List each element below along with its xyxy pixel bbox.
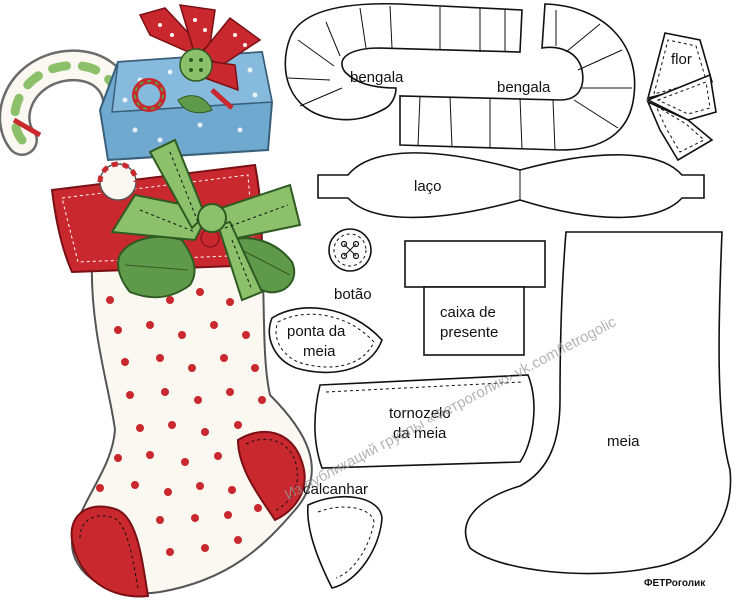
polka-dot (178, 331, 186, 339)
label-botao: botão (334, 286, 372, 303)
polka-dot (210, 321, 218, 329)
label-bengala-left: bengala (350, 69, 404, 86)
pattern-piece-flor (646, 32, 717, 162)
label-tornozelo-line1: tornozelo (389, 405, 451, 422)
polka-dot (196, 482, 204, 490)
polka-dot (146, 321, 154, 329)
polka-dot (258, 396, 266, 404)
polka-dot (224, 511, 232, 519)
stocking-illustration (0, 4, 313, 598)
polka-dot (226, 298, 234, 306)
pattern-piece-botao (328, 228, 372, 272)
polka-dot (161, 388, 169, 396)
pattern-piece-calcanhar (307, 495, 383, 589)
polka-dot (168, 421, 176, 429)
label-tornozelo-line2: da meia (393, 425, 447, 442)
polka-dot (106, 296, 114, 304)
pattern-piece-bengala-left (284, 2, 523, 121)
polka-dot (188, 364, 196, 372)
polka-dot (96, 484, 104, 492)
polka-dot (228, 486, 236, 494)
polka-dot (201, 428, 209, 436)
polka-dot (136, 424, 144, 432)
green-button-illustration (179, 48, 213, 82)
stocking-toe-illustration (70, 505, 150, 598)
pattern-piece-tornozelo (314, 374, 535, 469)
label-flor: flor (671, 51, 692, 68)
polka-dot (114, 454, 122, 462)
polka-dot (126, 391, 134, 399)
stocking-body-illustration (70, 261, 313, 595)
polka-dot (146, 451, 154, 459)
polka-dot (234, 421, 242, 429)
brand-signature: ФЕТРоголик (644, 578, 706, 589)
label-meia: meia (607, 433, 640, 450)
label-laco: laço (414, 178, 442, 195)
polka-dot (214, 452, 222, 460)
label-calcanhar: calcanhar (303, 481, 368, 498)
label-caixa-line1: caixa de (440, 304, 496, 321)
pattern-piece-laco (317, 152, 705, 219)
polka-dot (121, 358, 129, 366)
polka-dot (242, 331, 250, 339)
label-caixa-line2: presente (440, 324, 498, 341)
polka-dot (166, 296, 174, 304)
polka-dot (251, 364, 259, 372)
polka-dot (164, 488, 172, 496)
polka-dot (156, 516, 164, 524)
label-ponta-line1: ponta da (287, 323, 346, 340)
pattern-piece-ponta (268, 307, 383, 374)
peppermint-illustration (97, 161, 139, 201)
polka-dot (114, 326, 122, 334)
polka-dot (226, 388, 234, 396)
polka-dot (191, 514, 199, 522)
pattern-piece-meia (464, 231, 732, 575)
polka-dot (194, 396, 202, 404)
polka-dot (254, 504, 262, 512)
flower-bow-illustration (138, 4, 262, 92)
polka-dot (166, 548, 174, 556)
polka-dot (234, 536, 242, 544)
stocking-heel-illustration (236, 431, 306, 522)
label-bengala-right: bengala (497, 79, 551, 96)
polka-dot (196, 288, 204, 296)
polka-dot (131, 481, 139, 489)
ribbon-bow-illustration (110, 138, 302, 302)
pattern-piece-caixa (404, 240, 546, 356)
polka-dot (181, 458, 189, 466)
label-ponta-line2: meia (303, 343, 336, 360)
pattern-piece-bengala-right (399, 3, 636, 151)
polka-dot (201, 544, 209, 552)
polka-dot (220, 354, 228, 362)
polka-dot (156, 354, 164, 362)
